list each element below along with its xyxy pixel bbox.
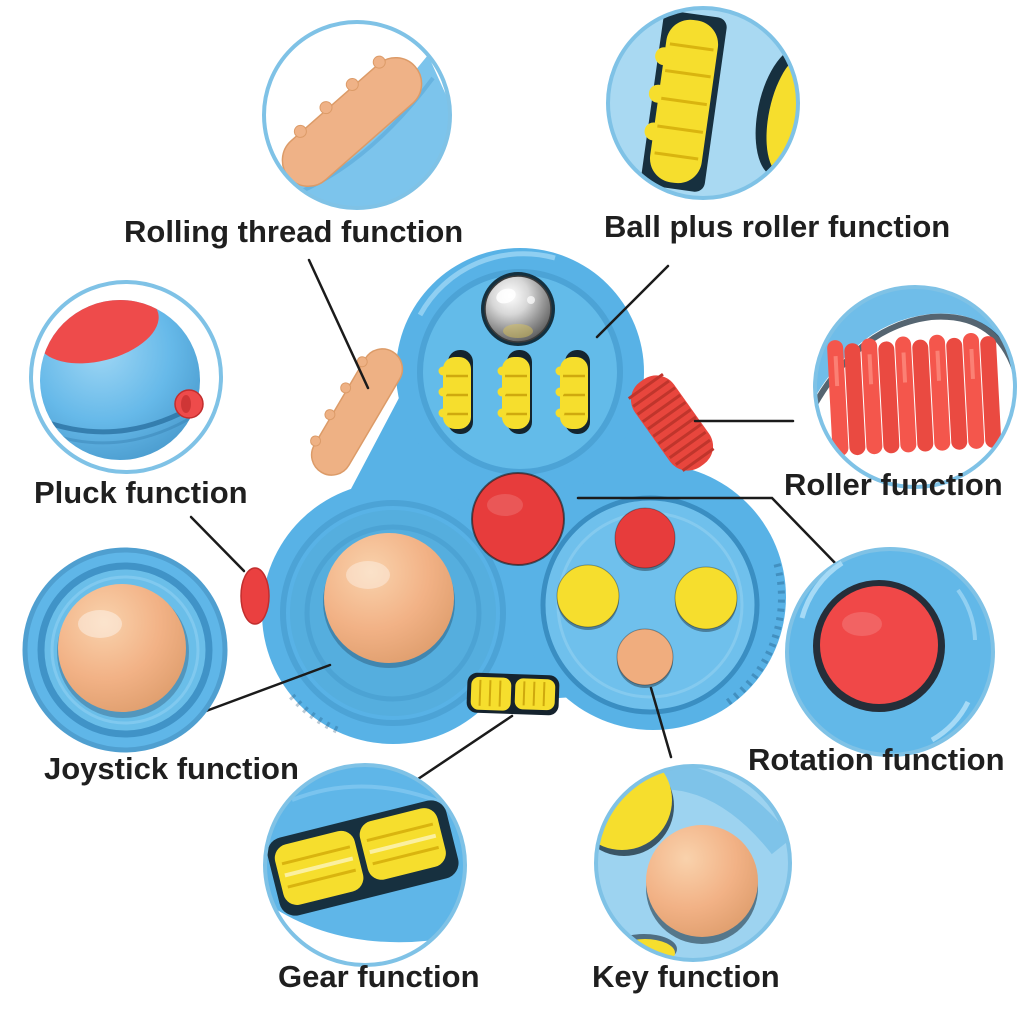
red-ribbed-roller [627,372,715,472]
yellow-gears-closeup-icon [267,800,459,916]
pluck-knob [240,567,270,625]
center-red-button [471,472,565,566]
disc-edge-ribs [724,563,785,706]
bottom-gears [466,672,560,716]
joystick-pad-closeup-icon [58,584,186,712]
red-ribbed-roller-closeup-icon [827,332,1002,456]
callout-rolling-thread [262,20,452,210]
disc-yellow-button-right [674,566,738,630]
yellow-rollers [438,350,590,434]
label-pluck: Pluck function [34,475,248,510]
callout-rotation [785,547,995,757]
callout-pluck [29,280,223,474]
joystick-dome [324,533,454,663]
label-key: Key function [592,959,780,994]
disc-buttons [556,507,738,688]
label-gear: Gear function [278,959,480,994]
disc-red-button [614,507,676,569]
leader-lines [189,258,840,781]
callout-ball-roller [606,6,800,200]
leader-line-gear [416,714,514,781]
label-rotation: Rotation function [748,742,1005,777]
leader-line-ball-roller [595,264,670,339]
key-tan-button-icon [646,825,758,937]
callout-joystick [22,547,228,753]
callout-roller [813,285,1017,489]
label-ball-roller: Ball plus roller function [604,209,951,244]
leader-line-pluck [189,515,246,573]
thread-strip [310,348,404,476]
label-joystick: Joystick function [44,751,299,786]
leader-line-key [649,686,673,759]
key-yellow-button-icon [596,766,672,850]
callout-key [594,764,792,962]
thread-strip-closeup-icon [281,55,423,188]
yellow-roller-closeup-icon [641,11,727,192]
rotating-red-disc-closeup-icon [820,586,938,704]
disc-yellow-button-left [556,564,620,628]
fidget-toy [240,248,786,744]
label-roller: Roller function [784,467,1003,502]
label-rolling-thread: Rolling thread function [124,214,464,249]
leader-line-rotation [576,496,840,568]
leader-line-rolling-thread [307,258,370,390]
disc-tan-button [616,628,674,686]
leader-line-joystick [196,663,332,716]
callout-gear [263,763,467,967]
